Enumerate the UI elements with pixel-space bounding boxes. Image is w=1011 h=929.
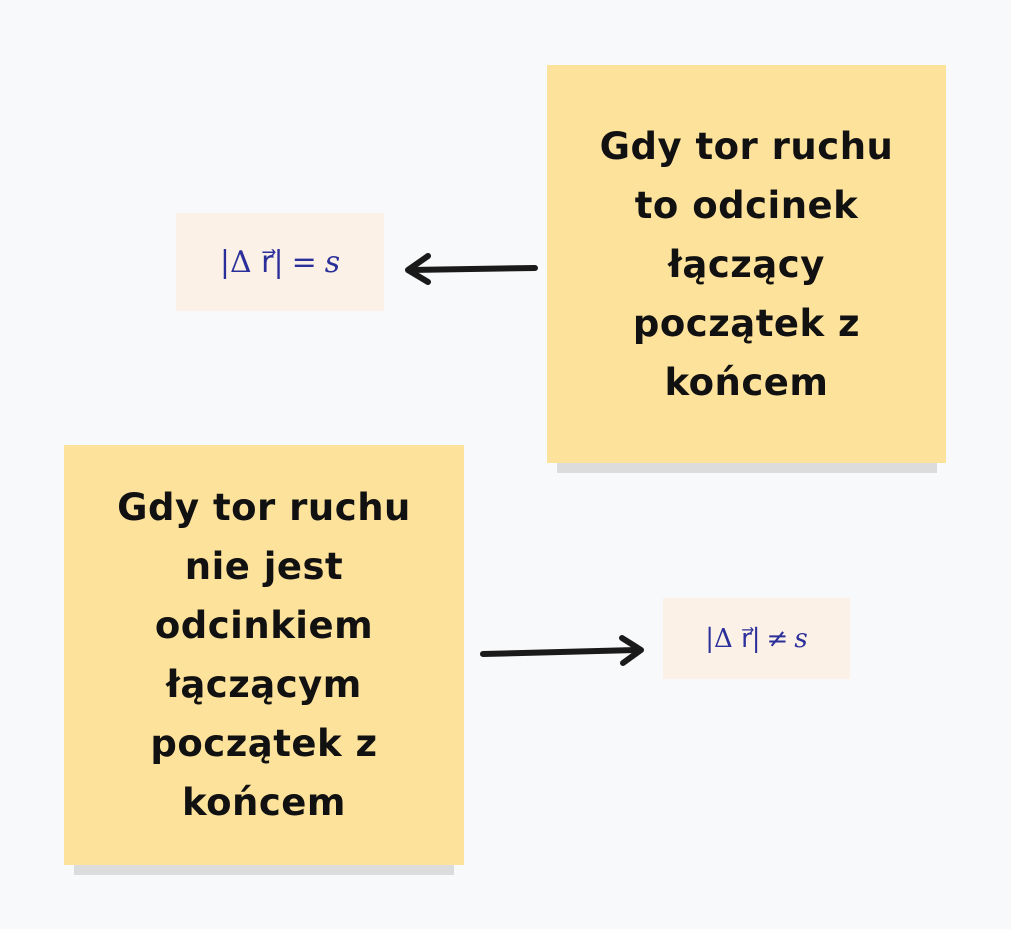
formula-equal[interactable]: |Δ r⃗| = s <box>176 213 384 311</box>
arrow-left-icon <box>405 253 538 285</box>
not-equal-sign: ≠ <box>766 623 789 654</box>
sticky-note-curved-path[interactable]: Gdy tor ruchu nie jest odcinkiem łączący… <box>64 445 464 865</box>
formula-lhs: |Δ r⃗| <box>219 244 284 280</box>
formula-rhs: s <box>794 623 808 654</box>
formula-rhs: s <box>324 244 341 280</box>
formula-lhs: |Δ r⃗| <box>705 623 761 654</box>
formula-not-equal[interactable]: |Δ r⃗| ≠ s <box>663 598 850 679</box>
note-text: Gdy tor ruchu nie jest odcinkiem łączący… <box>117 486 411 824</box>
sticky-note-straight-path[interactable]: Gdy tor ruchu to odcinek łączący począte… <box>547 65 946 463</box>
equals-sign: = <box>291 244 317 280</box>
arrow-right-icon <box>480 635 644 666</box>
note-text: Gdy tor ruchu to odcinek łączący począte… <box>599 124 894 404</box>
